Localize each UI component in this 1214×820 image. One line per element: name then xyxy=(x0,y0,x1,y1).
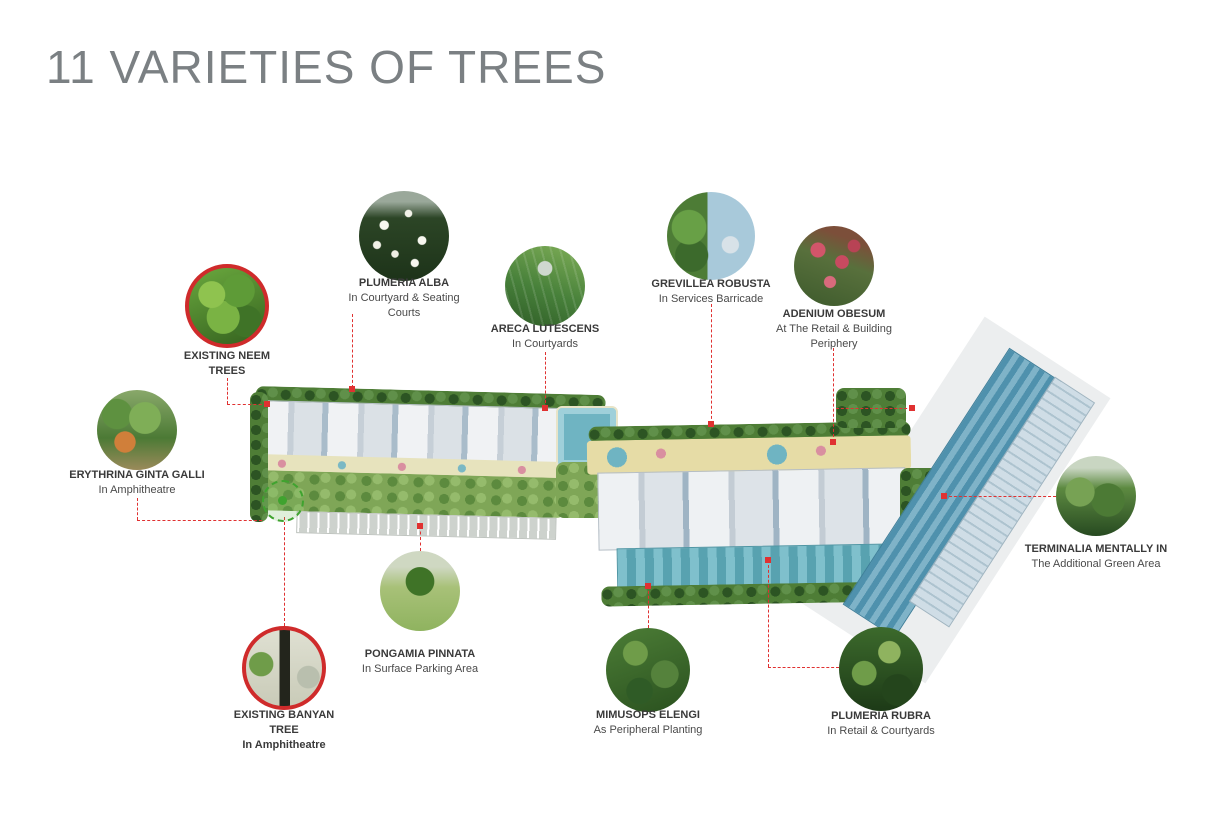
tree-label: ERYTHRINA GINTA GALLI In Amphitheatre xyxy=(47,468,227,498)
connector-line xyxy=(711,304,712,424)
tree-location: In Surface Parking Area xyxy=(361,662,479,675)
terminalia-mentally-photo xyxy=(1056,456,1136,536)
existing-banyan-tree-photo xyxy=(242,626,326,710)
plan-marker xyxy=(417,523,423,529)
tree-label: ARECA LUTESCENS In Courtyards xyxy=(478,322,612,352)
tree-location: In Services Barricade xyxy=(658,292,764,305)
plan-marker xyxy=(349,386,355,392)
grevillea-robusta-photo xyxy=(667,192,755,280)
plan-marker xyxy=(708,421,714,427)
amphitheatre-marker xyxy=(262,480,304,522)
plan-marker xyxy=(542,405,548,411)
tree-location: In Amphitheatre xyxy=(98,483,176,496)
tree-label: EXISTING NEEM TREES xyxy=(182,349,272,379)
tree-name: PLUMERIA ALBA xyxy=(358,277,450,289)
tree-location: In Courtyard & Seating Courts xyxy=(348,291,460,319)
tree-label: PONGAMIA PINNATA In Surface Parking Area xyxy=(340,647,500,677)
connector-line xyxy=(284,517,285,626)
tree-label: TERMINALIA MENTALLY IN The Additional Gr… xyxy=(1006,542,1186,572)
tree-name: ARECA LUTESCENS xyxy=(490,323,600,335)
tree-label: PLUMERIA ALBA In Courtyard & Seating Cou… xyxy=(339,276,469,321)
mimusops-elengi-photo xyxy=(606,628,690,712)
tree-name: ADENIUM OBESUM xyxy=(782,308,886,320)
connector-line xyxy=(545,352,546,408)
plumeria-rubra-photo xyxy=(839,627,923,711)
plan-marker xyxy=(645,583,651,589)
connector-line xyxy=(137,520,262,521)
tree-label: PLUMERIA RUBRA In Retail & Courtyards xyxy=(801,709,961,739)
tree-name: EXISTING NEEM TREES xyxy=(183,350,271,377)
tree-label: MIMUSOPS ELENGI As Peripheral Planting xyxy=(563,708,733,738)
tree-label: GREVILLEA ROBUSTA In Services Barricade xyxy=(631,277,791,307)
west-boundary-trees xyxy=(250,392,268,522)
connector-line xyxy=(944,496,1056,497)
tree-name: TERMINALIA MENTALLY IN xyxy=(1024,543,1168,555)
plan-marker xyxy=(909,405,915,411)
adenium-obesum-photo xyxy=(794,226,874,306)
connector-line xyxy=(768,667,839,668)
connector-line xyxy=(836,408,912,409)
tree-name: EXISTING BANYAN TREE xyxy=(233,709,335,736)
connector-line xyxy=(420,526,421,551)
connector-line xyxy=(227,404,267,405)
connector-line xyxy=(137,498,138,520)
tree-location: In Courtyards xyxy=(511,337,579,350)
page-title: 11 VARIETIES OF TREES xyxy=(46,41,607,93)
tree-name: GREVILLEA ROBUSTA xyxy=(651,278,771,290)
tree-name: PLUMERIA RUBRA xyxy=(831,710,931,722)
connector-line xyxy=(648,586,649,628)
tree-location: As Peripheral Planting xyxy=(593,723,703,736)
tree-location: At The Retail & Building Periphery xyxy=(776,322,892,350)
plan-marker xyxy=(941,493,947,499)
connector-line xyxy=(768,560,769,667)
tree-location: In Retail & Courtyards xyxy=(827,724,935,737)
tree-name: ERYTHRINA GINTA GALLI xyxy=(69,469,205,481)
tree-location: The Additional Green Area xyxy=(1031,557,1161,570)
connector-line xyxy=(352,314,353,388)
plan-marker xyxy=(830,439,836,445)
plumeria-alba-photo xyxy=(359,191,449,281)
amphitheatre-dot xyxy=(278,496,287,505)
areca-lutescens-photo xyxy=(505,246,585,326)
tree-name: PONGAMIA PINNATA xyxy=(364,648,476,660)
plan-marker xyxy=(264,401,270,407)
pongamia-pinnata-photo xyxy=(380,551,460,631)
erythrina-ginta-galli-photo xyxy=(97,390,177,470)
tree-label: EXISTING BANYAN TREE In Amphitheatre xyxy=(232,708,336,753)
tree-label: ADENIUM OBESUM At The Retail & Building … xyxy=(754,307,914,352)
connector-line xyxy=(833,348,834,442)
existing-neem-trees-photo xyxy=(185,264,269,348)
tree-location: In Amphitheatre xyxy=(242,738,326,751)
connector-line xyxy=(227,378,228,404)
tree-name: MIMUSOPS ELENGI xyxy=(596,709,700,721)
plan-marker xyxy=(765,557,771,563)
